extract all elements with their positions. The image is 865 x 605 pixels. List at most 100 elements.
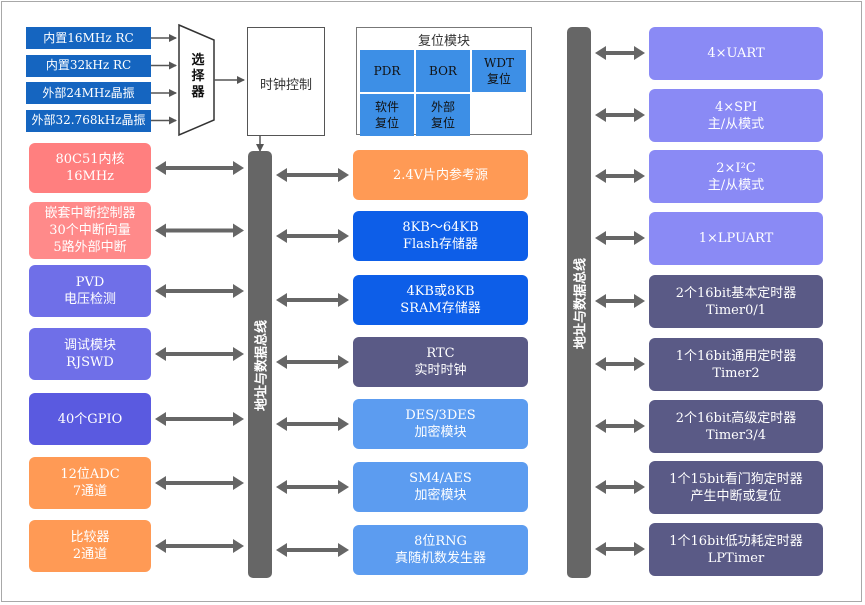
bus-bar-right: [567, 27, 591, 578]
mid-block-5: SM4/AES 加密模块: [353, 462, 528, 512]
mid-arrow-4-head-end: [338, 417, 349, 431]
mid-arrow-2-head-start: [276, 293, 287, 307]
right-arrow-2-head-start: [595, 169, 606, 183]
right-arrow-5-head-end: [634, 357, 645, 371]
mid-block-4-line: 加密模块: [414, 425, 467, 440]
left-arrow-6-head-start: [155, 539, 166, 553]
right-block-3-line: 1×LPUART: [698, 231, 774, 246]
left-block-6: 比较器 2通道: [29, 520, 151, 572]
clock-source-2: 外部24MHz晶振: [26, 82, 151, 104]
selector-char: 选: [191, 53, 205, 68]
mid-arrow-6-head-start: [276, 543, 287, 557]
clock-source-0-line: 内置16MHz RC: [43, 30, 134, 45]
right-block-5-line: 1个16bit通用定时器: [675, 348, 797, 364]
right-arrow-6-head-end: [634, 419, 645, 433]
clock-control-label: 时钟控制: [259, 78, 312, 93]
left-block-4: 40个GPIO: [29, 393, 151, 445]
left-block-2-line: PVD: [75, 275, 105, 290]
right-block-0-line: 4×UART: [707, 46, 765, 61]
left-block-3: 调试模块 RJSWD: [29, 328, 151, 380]
right-arrow-8-head-end: [634, 542, 645, 556]
right-block-7: 1个15bit看门狗定时器产生中断或复位: [649, 461, 823, 514]
right-block-7-line: 产生中断或复位: [690, 488, 782, 504]
left-arrow-1-head-start: [155, 223, 166, 238]
reset-cell-3: 软件复位: [360, 94, 414, 136]
mid-arrow-1-head-end: [338, 229, 349, 243]
left-block-0-line: 16MHz: [65, 169, 115, 184]
mid-arrow-3-head-start: [276, 355, 287, 369]
right-arrow-5-head-start: [595, 357, 606, 371]
clock-source-lines: [151, 34, 177, 125]
clock-control-block: 时钟控制: [247, 27, 325, 136]
mid-arrow-0-head-end: [338, 168, 349, 182]
mid-block-6-line: 8位RNG: [414, 534, 467, 549]
selector-char: 器: [191, 85, 205, 100]
mid-block-5-line: 加密模块: [414, 488, 467, 503]
mid-block-6-line: 真随机数发生器: [394, 551, 486, 566]
right-block-1-line: 4×SPI: [715, 99, 757, 115]
right-arrow-8-head-start: [595, 542, 606, 556]
left-arrow-3-head-end: [233, 347, 244, 361]
left-arrow-2-head-start: [155, 284, 166, 298]
selector-label: 选择器: [188, 53, 208, 101]
mid-block-0-line: 2.4V片内参考源: [392, 167, 489, 183]
reset-cell-text: 复位: [486, 72, 511, 86]
mid-arrow-6-head-end: [338, 543, 349, 557]
reset-cell-text: BOR: [429, 64, 457, 78]
mid-block-5-line: SM4/AES: [409, 471, 472, 486]
mid-arrow-4-head-start: [276, 417, 287, 431]
right-block-4-line: 2个16bit基本定时器: [675, 285, 797, 301]
selector-mux: [178, 23, 215, 137]
right-arrow-0-head-end: [634, 46, 645, 60]
left-arrow-5-head-start: [155, 476, 166, 490]
right-block-0: 4×UART: [649, 27, 823, 80]
mid-arrow-3-head-end: [338, 355, 349, 369]
left-arrow-1-head-end: [233, 223, 244, 238]
right-block-8-line: 1个16bit低功耗定时器: [669, 533, 803, 549]
right-arrow-4-head-start: [595, 294, 606, 308]
left-arrow-0-head-end: [233, 161, 244, 175]
mid-block-2-line: 4KB或8KB: [406, 284, 475, 299]
reset-cell-text: 复位: [430, 116, 455, 130]
mid-arrow-2-head-end: [338, 293, 349, 307]
right-arrow-1-head-start: [595, 108, 606, 122]
reset-cell-text: PDR: [373, 64, 401, 78]
right-block-2-line: 2×I²C: [716, 160, 756, 176]
left-block-5-line: 12位ADC: [60, 467, 120, 482]
left-arrow-4-head-end: [233, 412, 244, 426]
mid-arrow-1-head-start: [276, 229, 287, 243]
left-block-3-line: 调试模块: [63, 338, 116, 353]
right-arrow-2-head-end: [634, 169, 645, 183]
right-block-6-line: 2个16bit高级定时器: [675, 410, 797, 426]
left-block-6-line: 2通道: [72, 547, 108, 562]
left-arrow-2-head-end: [233, 284, 244, 298]
left-block-3-line: RJSWD: [66, 355, 114, 370]
right-arrow-7-head-start: [595, 480, 606, 494]
right-arrow-3-head-end: [634, 231, 645, 245]
mid-block-0: 2.4V片内参考源: [353, 150, 528, 200]
right-arrow-1-head-end: [634, 108, 645, 122]
right-arrow-6-head-start: [595, 419, 606, 433]
right-block-2-line: 主/从模式: [707, 177, 765, 193]
left-arrow-0-head-start: [155, 161, 166, 175]
right-arrow-4-head-end: [634, 294, 645, 308]
clock-source-0: 内置16MHz RC: [26, 27, 151, 49]
mid-block-3-line: 实时时钟: [414, 363, 467, 378]
mid-arrow-5-head-start: [276, 480, 287, 494]
left-block-6-line: 比较器: [70, 530, 110, 545]
bus-bar-left: [248, 151, 272, 578]
